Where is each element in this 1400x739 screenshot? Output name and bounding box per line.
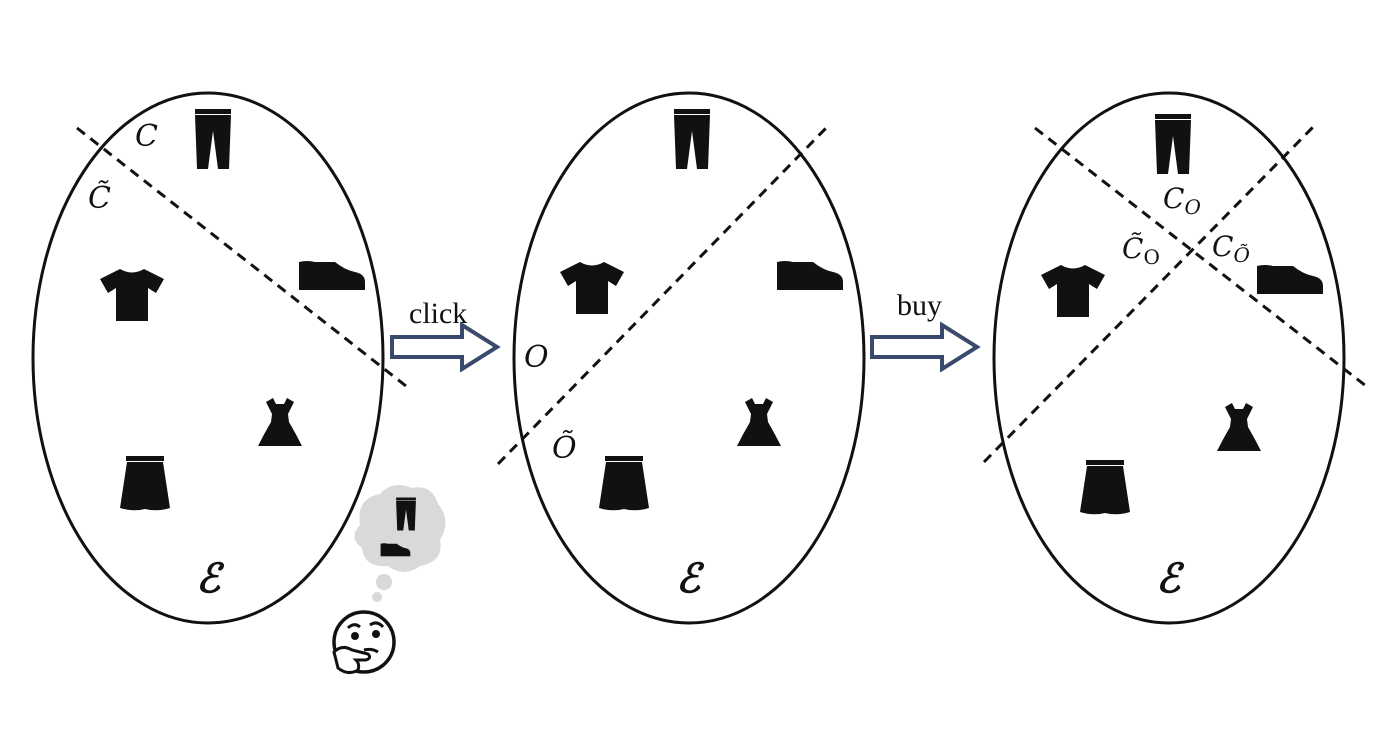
dress-icon-2 — [737, 398, 781, 446]
boundary-c-3 — [1034, 126, 1367, 388]
pants-icon — [195, 109, 231, 169]
pants-icon-2 — [674, 109, 710, 169]
label-c-tilde-o: C̃O — [1122, 232, 1160, 269]
label-c-o: CO — [1163, 182, 1201, 219]
panel-2: O Õ ℰ — [496, 91, 866, 625]
tshirt-icon-2 — [560, 262, 624, 314]
click-arrow — [390, 323, 499, 371]
skirt-icon-3 — [1080, 460, 1130, 515]
label-o-tilde: Õ — [552, 430, 577, 466]
boundary-o — [496, 123, 831, 466]
shoe-icon-3 — [1257, 265, 1323, 294]
panel-1: C C̃ ℰ — [31, 91, 407, 625]
boundary-c — [76, 126, 407, 388]
boundary-o-3 — [982, 124, 1316, 464]
skirt-icon — [120, 456, 170, 511]
universe-ellipse-2 — [512, 91, 866, 625]
pants-icon-3 — [1155, 114, 1191, 174]
dress-icon-3 — [1217, 403, 1261, 451]
universe-label-3: ℰ — [1156, 555, 1185, 602]
dress-icon — [258, 398, 302, 446]
thinking-face-icon — [332, 610, 396, 675]
label-c: C — [135, 119, 158, 154]
tshirt-icon — [100, 269, 164, 321]
shoe-icon — [299, 261, 365, 290]
skirt-icon-2 — [599, 456, 649, 511]
arrow-label-buy: buy — [897, 289, 942, 322]
universe-label-2: ℰ — [676, 555, 705, 602]
universe-ellipse-3 — [992, 91, 1346, 625]
label-c-o-tilde: CÕ — [1212, 230, 1250, 267]
label-o: O — [524, 340, 549, 375]
panel-3: CO C̃O CÕ ℰ — [982, 91, 1367, 625]
thought-bubble — [354, 485, 446, 602]
buy-arrow — [870, 323, 979, 371]
universe-label-1: ℰ — [196, 555, 225, 602]
arrow-label-click: click — [409, 297, 467, 330]
universe-ellipse-1 — [31, 91, 385, 625]
tshirt-icon-3 — [1041, 265, 1105, 317]
label-c-tilde: C̃ — [88, 181, 111, 216]
shoe-icon-2 — [777, 261, 843, 290]
